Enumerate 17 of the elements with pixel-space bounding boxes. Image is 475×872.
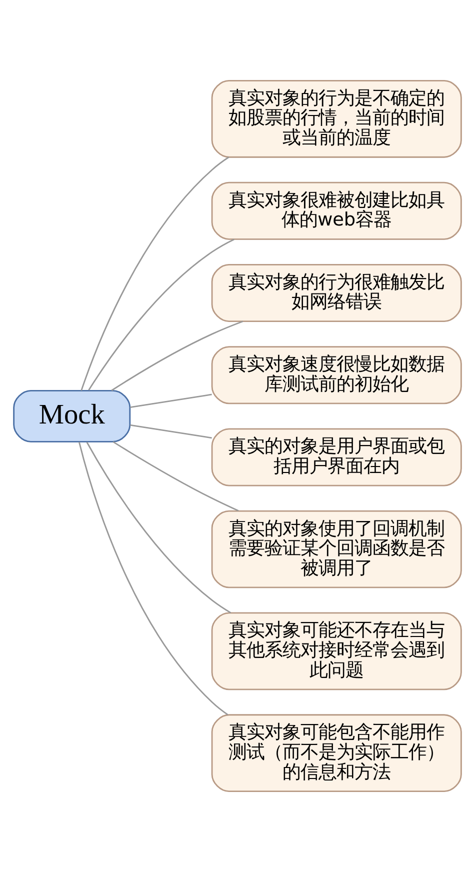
connector (88, 238, 234, 390)
node-box: 真实对象很难被创建比如具体的web容器 (211, 182, 462, 240)
node-box: Mock (13, 390, 131, 442)
connector (78, 442, 228, 716)
connector (130, 394, 212, 408)
connector (80, 156, 230, 391)
connector (111, 320, 244, 392)
node-box: 真实对象速度很慢比如数据库测试前的初始化 (211, 346, 462, 404)
connector (86, 442, 232, 614)
node-box: 真实的对象使用了回调机制需要验证某个回调函数是否被调用了 (211, 510, 462, 588)
node-box: 真实对象的行为很难触发比如网络错误 (211, 264, 462, 322)
node-box: 真实对象可能还不存在当与其他系统对接时经常会遇到此问题 (211, 612, 462, 690)
node-box: 真实的对象是用户界面或包括用户界面在内 (211, 428, 462, 486)
node-box: 真实对象的行为是不确定的如股票的行情，当前的时间或当前的温度 (211, 80, 462, 158)
connector (112, 441, 239, 512)
node-box: 真实对象可能包含不能用作测试（而不是为实际工作）的信息和方法 (211, 714, 462, 792)
connector (130, 424, 212, 439)
